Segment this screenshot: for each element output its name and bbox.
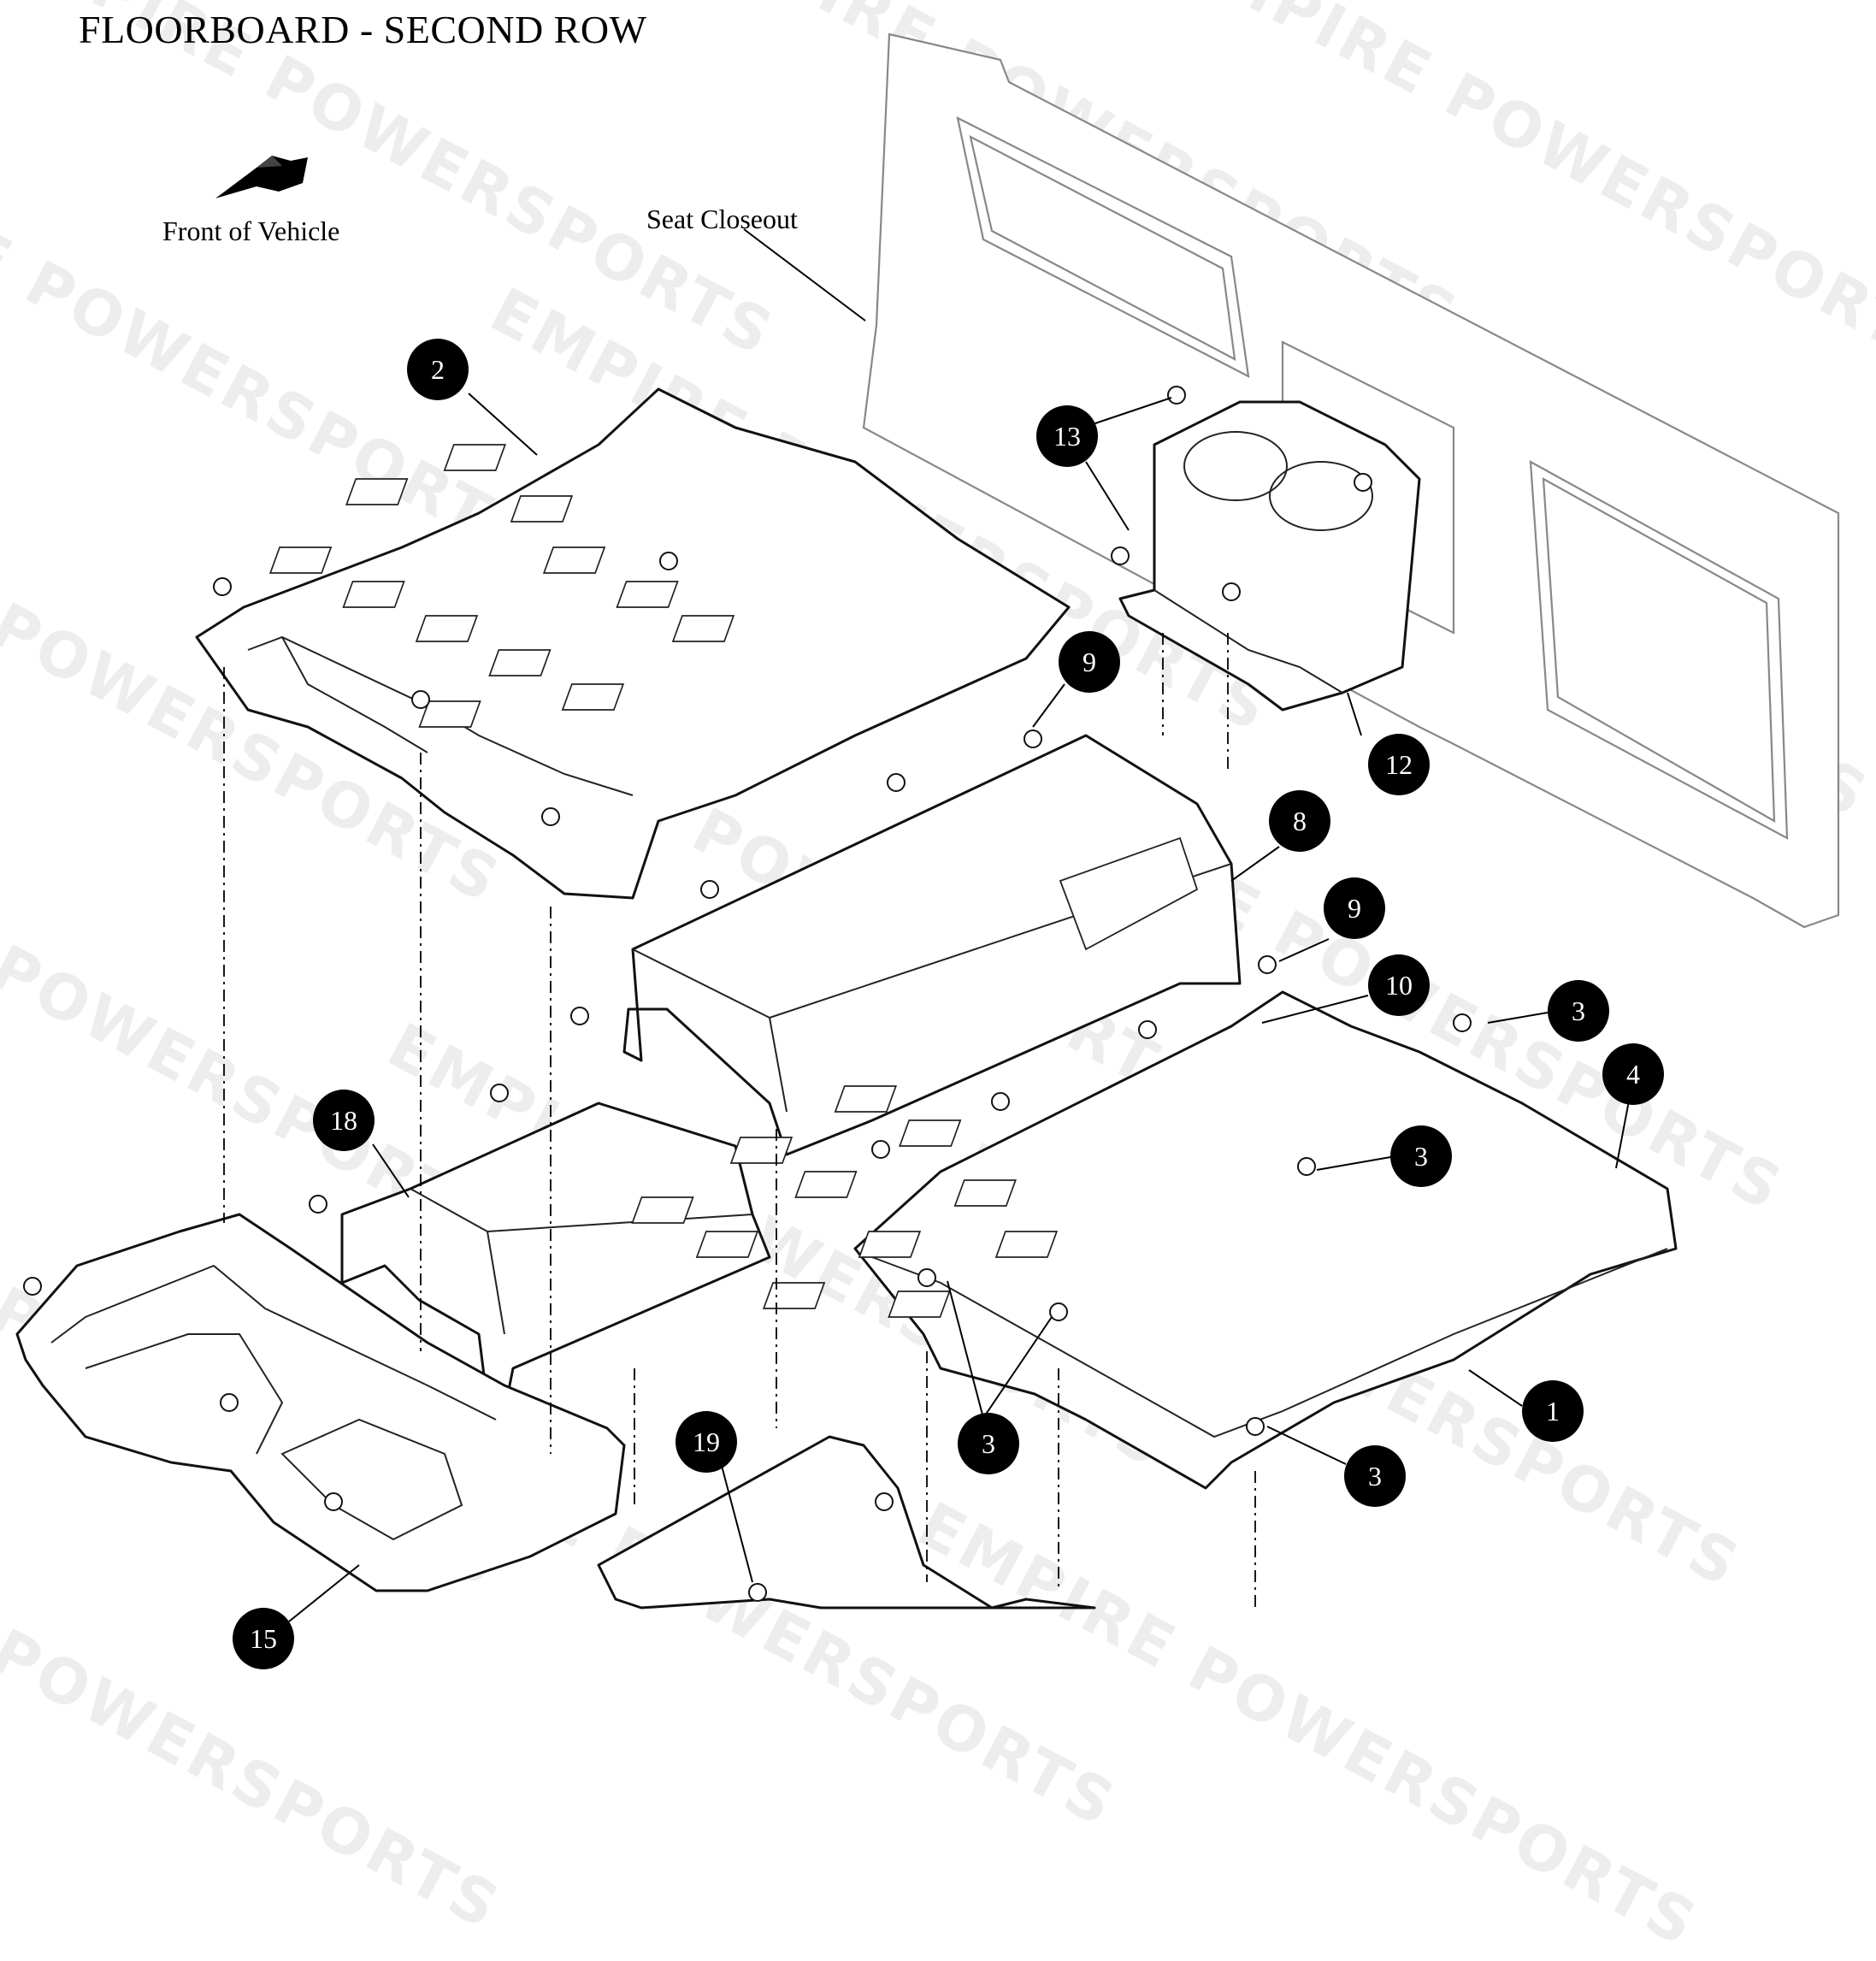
front-arrow-icon (215, 156, 308, 198)
callout-3-a: 3 (1548, 980, 1609, 1042)
callout-8: 8 (1269, 790, 1330, 852)
callout-10: 10 (1368, 954, 1430, 1016)
callout-19: 19 (675, 1411, 737, 1473)
callout-18: 18 (313, 1090, 375, 1151)
callout-9-lower: 9 (1324, 877, 1385, 939)
part-12-cup-holder (1118, 400, 1421, 712)
callout-3-b: 3 (1390, 1125, 1452, 1187)
callout-9-upper: 9 (1059, 631, 1120, 693)
part-2-grid (268, 444, 735, 728)
callout-15: 15 (233, 1608, 294, 1669)
callout-1: 1 (1522, 1380, 1584, 1442)
page-title: FLOORBOARD - SECOND ROW (79, 8, 647, 51)
part-19-lower-panel (597, 1435, 1096, 1610)
leader-lines (288, 228, 1631, 1622)
seat-closeout-label: Seat Closeout (646, 204, 798, 234)
part-8-tunnel-cover (622, 734, 1242, 1156)
fasteners (23, 386, 1472, 1602)
part-2-floor-panel (195, 387, 1071, 900)
callout-4: 4 (1602, 1043, 1664, 1105)
callout-2: 2 (407, 339, 469, 400)
assembly-lines (223, 633, 1256, 1608)
part-1-grid (631, 1085, 1059, 1318)
callout-12: 12 (1368, 734, 1430, 795)
front-of-vehicle-label: Front of Vehicle (162, 216, 340, 246)
part-1-floor-panel (631, 990, 1678, 1490)
diagram-drawing (15, 32, 1840, 1622)
callout-13: 13 (1036, 405, 1098, 467)
callout-3-d: 3 (1344, 1445, 1406, 1507)
callout-3-c: 3 (958, 1413, 1019, 1474)
